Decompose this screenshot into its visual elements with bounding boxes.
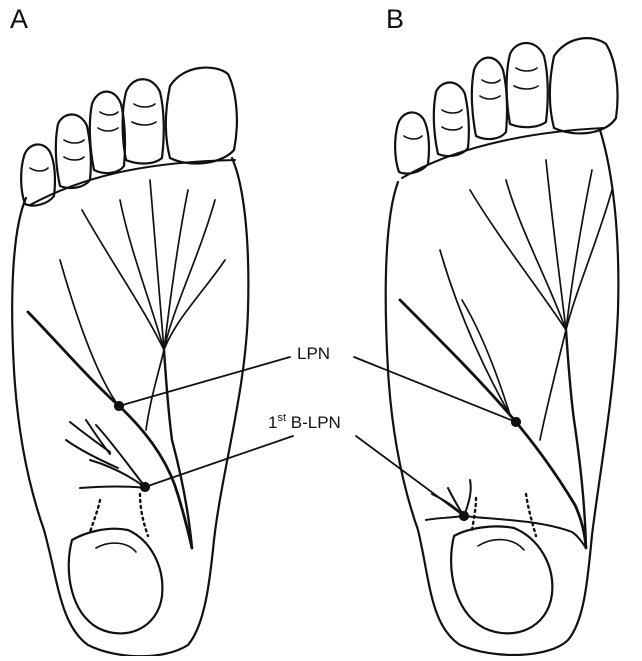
leader-lpn-a xyxy=(119,357,290,406)
marker-dot-lpn-b xyxy=(511,417,520,426)
foot-b-nerve-trunk xyxy=(400,300,586,548)
foot-b-toe-4 xyxy=(434,83,469,157)
foot-a-nerve-branches xyxy=(60,180,225,430)
marker-dot-blpn-b xyxy=(459,511,468,520)
callout-first-branch-text: B-LPN xyxy=(286,413,341,432)
foot-a-toe-1 xyxy=(166,68,237,164)
foot-a xyxy=(12,68,248,656)
marker-dot-blpn-a xyxy=(140,482,149,491)
callout-first-branch-lpn: 1st B-LPN xyxy=(268,413,341,431)
callout-lpn: LPN xyxy=(297,345,330,362)
foot-a-nerve-trunk xyxy=(28,312,192,548)
foot-b-toe-5 xyxy=(395,112,429,173)
foot-b xyxy=(386,38,619,655)
panel-label-b: B xyxy=(386,6,404,33)
foot-a-heel-inner xyxy=(96,543,136,552)
foot-b-first-branch xyxy=(426,480,586,548)
leader-blpn-a xyxy=(145,436,293,487)
callout-first-branch-ordinal: st xyxy=(277,412,286,424)
foot-a-toe-3 xyxy=(90,92,125,173)
foot-b-dotted-line-1 xyxy=(472,498,476,530)
foot-b-dotted-line-2 xyxy=(526,494,536,536)
foot-b-nerve-branches xyxy=(440,160,612,440)
foot-b-nerve-main xyxy=(566,330,586,548)
foot-a-toe-4 xyxy=(56,115,91,189)
foot-a-nerve-main xyxy=(164,350,192,548)
foot-b-heel-pad xyxy=(451,526,552,633)
foot-b-toe-1 xyxy=(550,38,618,133)
foot-a-metatarsal-line xyxy=(30,160,235,205)
foot-a-dotted-line-2 xyxy=(140,494,148,536)
foot-a-toe-5 xyxy=(21,144,55,205)
leader-lpn-b xyxy=(354,357,516,422)
panel-label-a: A xyxy=(10,6,28,33)
foot-a-first-branch xyxy=(66,420,146,488)
marker-dot-lpn-a xyxy=(114,401,123,410)
foot-a-toe-2 xyxy=(123,79,164,163)
foot-a-dotted-line-1 xyxy=(90,500,100,532)
foot-a-heel-pad xyxy=(69,529,163,634)
foot-a-outline xyxy=(12,158,248,656)
foot-b-toe-2 xyxy=(507,43,548,127)
foot-b-heel-inner xyxy=(478,540,524,550)
